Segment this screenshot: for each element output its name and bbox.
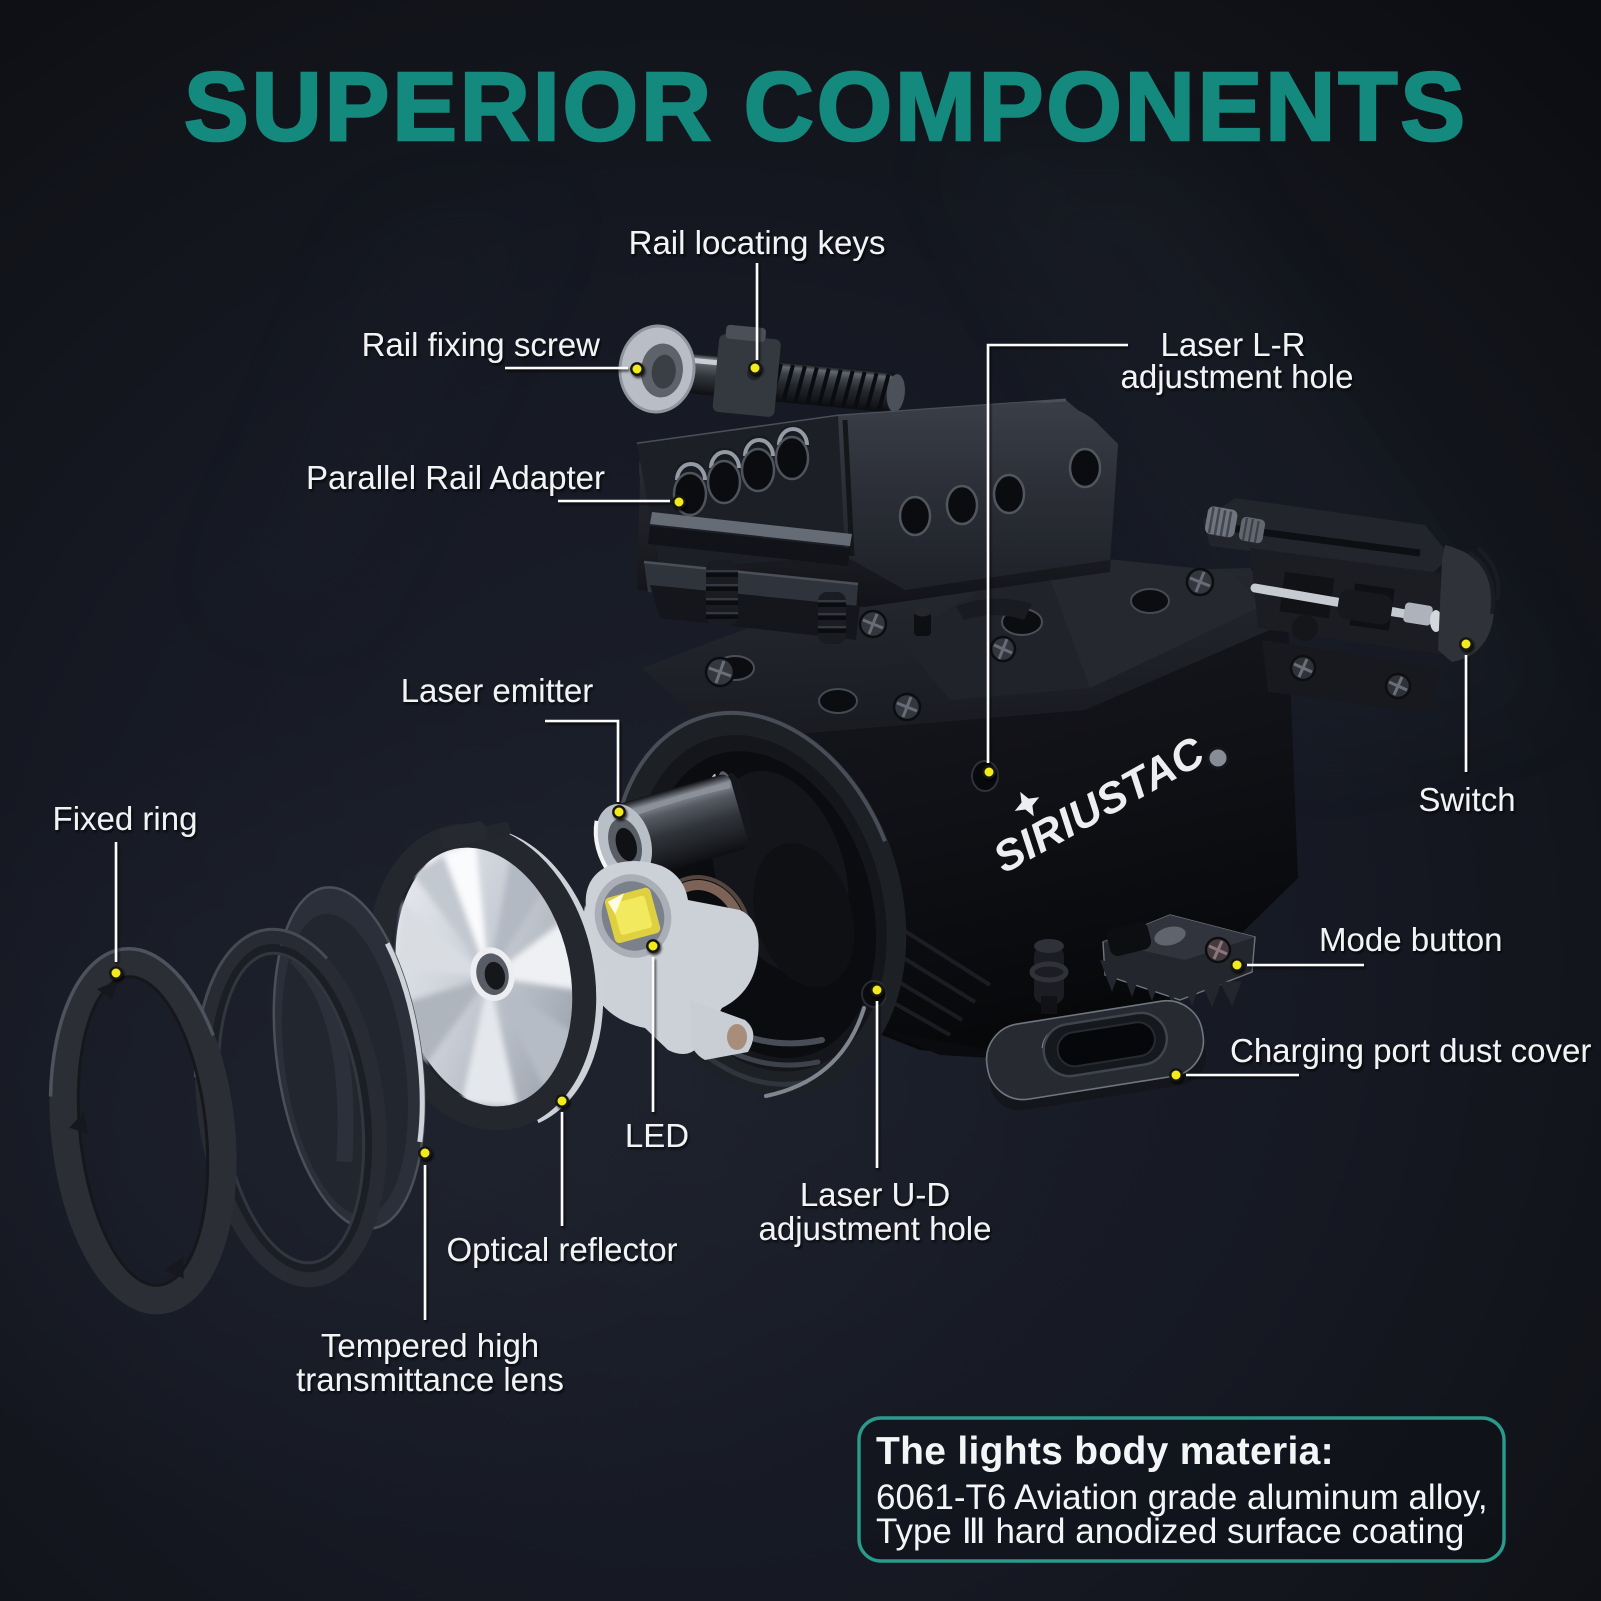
- svg-text:The lights body materia:: The lights body materia:: [876, 1430, 1334, 1473]
- svg-text:Rail fixing screw: Rail fixing screw: [362, 326, 601, 363]
- svg-text:Parallel Rail Adapter: Parallel Rail Adapter: [306, 459, 605, 496]
- svg-text:Fixed ring: Fixed ring: [53, 800, 198, 837]
- svg-text:LED: LED: [625, 1117, 689, 1154]
- svg-text:Type Ⅲ hard anodized surface c: Type Ⅲ hard anodized surface coating: [876, 1512, 1464, 1551]
- svg-text:Mode button: Mode button: [1319, 921, 1502, 958]
- svg-text:Switch: Switch: [1418, 781, 1515, 818]
- svg-text:Rail locating keys: Rail locating keys: [629, 224, 886, 261]
- svg-text:Laser emitter: Laser emitter: [401, 672, 594, 709]
- svg-text:SUPERIOR COMPONENTS: SUPERIOR COMPONENTS: [184, 52, 1468, 161]
- svg-text:Charging port dust cover: Charging port dust cover: [1230, 1032, 1591, 1069]
- svg-text:adjustment hole: adjustment hole: [1121, 358, 1354, 395]
- svg-text:Optical reflector: Optical reflector: [446, 1231, 677, 1268]
- svg-text:adjustment hole: adjustment hole: [759, 1210, 992, 1247]
- svg-text:transmittance lens: transmittance lens: [296, 1361, 564, 1398]
- svg-text:Tempered high: Tempered high: [321, 1327, 539, 1364]
- svg-text:Laser U-D: Laser U-D: [800, 1176, 950, 1213]
- svg-text:Laser L-R: Laser L-R: [1161, 326, 1306, 363]
- svg-text:6061-T6 Aviation grade aluminu: 6061-T6 Aviation grade aluminum alloy,: [876, 1478, 1488, 1517]
